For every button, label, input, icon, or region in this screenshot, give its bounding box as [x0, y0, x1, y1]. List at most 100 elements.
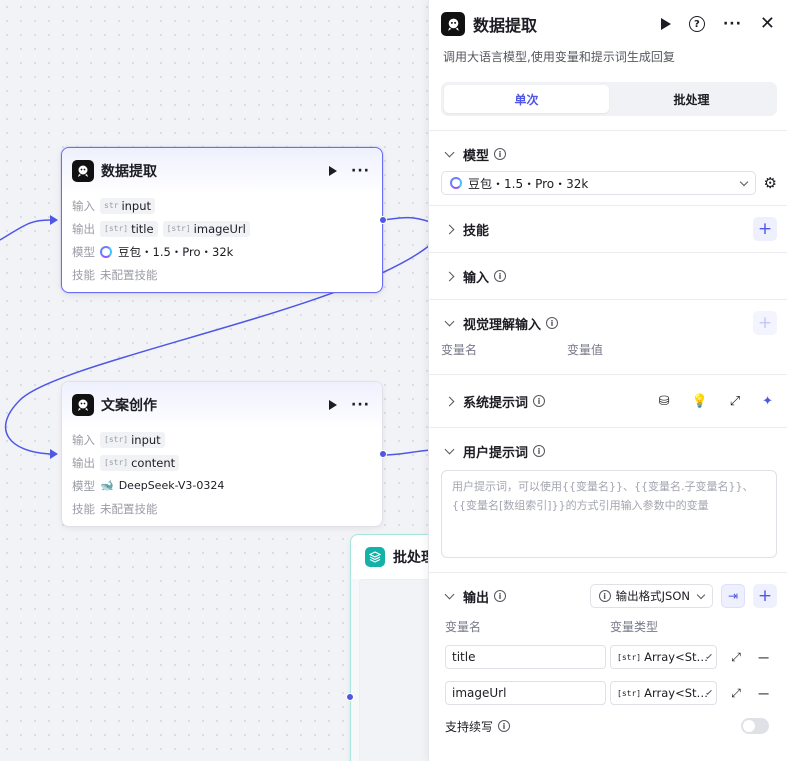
info-icon[interactable]: i [546, 317, 559, 329]
output-row: title [str]Array<St… ⤢ − [441, 639, 777, 675]
run-icon[interactable] [329, 400, 338, 410]
expand-icon[interactable]: ⤢ [729, 393, 741, 409]
section-header[interactable]: 用户提示词 i [441, 428, 777, 474]
section-input: 输入 i [429, 252, 787, 299]
edge-arrow-extract [50, 215, 58, 225]
tab-single[interactable]: 单次 [444, 85, 609, 113]
output-port[interactable] [379, 450, 387, 458]
prompt-library-icon[interactable]: ⛁ [658, 393, 670, 409]
input-port[interactable] [346, 693, 354, 701]
panel-title[interactable]: 数据提取 [473, 16, 538, 35]
import-icon[interactable]: ⇥ [721, 584, 745, 608]
section-skills: 技能 + [429, 205, 787, 252]
info-icon[interactable]: i [494, 148, 507, 160]
node-config-panel: 数据提取 ? ··· ✕ 调用大语言模型,使用变量和提示词生成回复 单次 批处理… [428, 0, 787, 761]
output-var-tag: [str]imageUrl [162, 220, 250, 237]
chevron-down-icon [441, 444, 457, 454]
output-row: imageUrl [str]Array<St… ⤢ − [441, 675, 777, 711]
output-port[interactable] [379, 216, 387, 224]
output-table-header: 变量名 变量类型 [445, 619, 659, 634]
chevron-right-icon [441, 271, 457, 281]
input-var-tag: [str]input [100, 431, 165, 448]
continue-writing-toggle[interactable] [741, 718, 769, 734]
section-output: 输出 i i 输出格式JSON ⇥ + 变量名 变量类型 title [str]… [429, 572, 787, 741]
more-icon[interactable]: ··· [351, 397, 370, 413]
section-header[interactable]: 技能 + [441, 206, 777, 252]
remove-icon[interactable]: − [757, 647, 771, 667]
info-icon[interactable]: i [498, 720, 511, 732]
batch-logo-icon [365, 547, 385, 567]
chevron-down-icon [441, 316, 457, 326]
output-name-field[interactable]: title [445, 645, 606, 669]
user-prompt-input[interactable]: 用户提示词，可以使用{{变量名}}、{{变量名.子变量名}}、 {{变量名[数组… [441, 470, 777, 558]
panel-description: 调用大语言模型,使用变量和提示词生成回复 [443, 50, 675, 64]
tab-batch[interactable]: 批处理 [673, 92, 710, 107]
doubao-model-icon [450, 177, 462, 189]
node-skill-row: 技能 未配置技能 [72, 501, 158, 516]
output-type-select[interactable]: [str]Array<St… [610, 645, 717, 669]
section-header[interactable]: 模型 i [441, 131, 777, 177]
panel-header: 数据提取 ? ··· ✕ [429, 0, 787, 48]
node-skill-row: 技能 未配置技能 [72, 267, 158, 282]
info-icon[interactable]: i [494, 270, 507, 282]
info-icon: i [598, 590, 611, 602]
section-header[interactable]: 输入 i [441, 253, 777, 299]
section-user-prompt: 用户提示词 i 用户提示词，可以使用{{变量名}}、{{变量名.子变量名}}、 … [429, 427, 787, 572]
node-output-row: 输出 [str]title [str]imageUrl [62, 217, 382, 240]
node-output-row: 输出 [str]content [62, 451, 382, 474]
node-copywriting[interactable]: 文案创作 ··· 输入 [str]input 输出 [str]content 模… [61, 381, 387, 527]
run-icon[interactable] [660, 18, 671, 30]
lightbulb-icon[interactable]: 💡 [691, 393, 708, 409]
chevron-down-icon [441, 147, 457, 157]
node-title: 文案创作 [101, 398, 157, 414]
output-var-tag: [str]content [100, 454, 180, 471]
run-icon[interactable] [329, 166, 338, 176]
add-vision-input-button[interactable]: + [753, 311, 777, 335]
deepseek-model-icon: 🐋 [100, 479, 114, 492]
vision-table-header: 变量名 变量值 [441, 342, 604, 357]
edge-into-extract [0, 219, 51, 241]
more-icon[interactable]: ··· [722, 16, 742, 32]
section-header[interactable]: 视觉理解输入 i + [441, 300, 777, 346]
edge-arrow-copy [50, 449, 58, 459]
node-header: 数据提取 ··· [62, 148, 382, 194]
node-header: 文案创作 ··· [62, 382, 382, 428]
mode-tabs: 单次 批处理 [441, 82, 777, 116]
chevron-right-icon [441, 224, 457, 234]
add-skill-button[interactable]: + [753, 217, 777, 241]
gear-icon[interactable]: ⚙ [763, 174, 777, 192]
llm-logo-icon [72, 160, 94, 182]
section-system-prompt: 系统提示词 i ⛁ 💡 ⤢ ✦ [429, 374, 787, 427]
output-var-tag: [str]title [100, 220, 158, 237]
section-header[interactable]: 系统提示词 i ⛁ 💡 ⤢ ✦ [441, 375, 777, 427]
info-icon[interactable]: i [494, 590, 507, 602]
info-icon[interactable]: i [533, 445, 546, 457]
continue-writing-row: 支持续写 i [441, 711, 777, 741]
output-format-select[interactable]: i 输出格式JSON [589, 584, 713, 608]
model-select[interactable]: 豆包・1.5・Pro・32k [441, 171, 756, 195]
ai-optimize-icon[interactable]: ✦ [762, 393, 773, 409]
node-title: 批处理 [393, 550, 435, 566]
expand-icon[interactable]: ⤢ [731, 649, 741, 664]
section-vision-input: 视觉理解输入 i + 变量名 变量值 [429, 299, 787, 374]
node-input-row: 输入 [str]input [62, 428, 382, 451]
close-icon[interactable]: ✕ [759, 13, 775, 34]
chevron-right-icon [441, 396, 457, 406]
expand-icon[interactable]: ⤢ [731, 685, 741, 700]
llm-logo-icon [441, 12, 465, 36]
section-header[interactable]: 输出 i i 输出格式JSON ⇥ + [441, 573, 777, 619]
help-icon[interactable]: ? [688, 16, 705, 32]
section-model: 模型 i 豆包・1.5・Pro・32k ⚙ [429, 130, 787, 205]
remove-icon[interactable]: − [757, 683, 771, 703]
output-name-field[interactable]: imageUrl [445, 681, 606, 705]
more-icon[interactable]: ··· [351, 163, 370, 179]
output-type-select[interactable]: [str]Array<St… [610, 681, 717, 705]
add-output-button[interactable]: + [753, 584, 777, 608]
info-icon[interactable]: i [533, 395, 546, 407]
node-model-row: 模型 豆包・1.5・Pro・32k [72, 244, 234, 259]
chevron-down-icon [739, 177, 748, 186]
llm-logo-icon [72, 394, 94, 416]
